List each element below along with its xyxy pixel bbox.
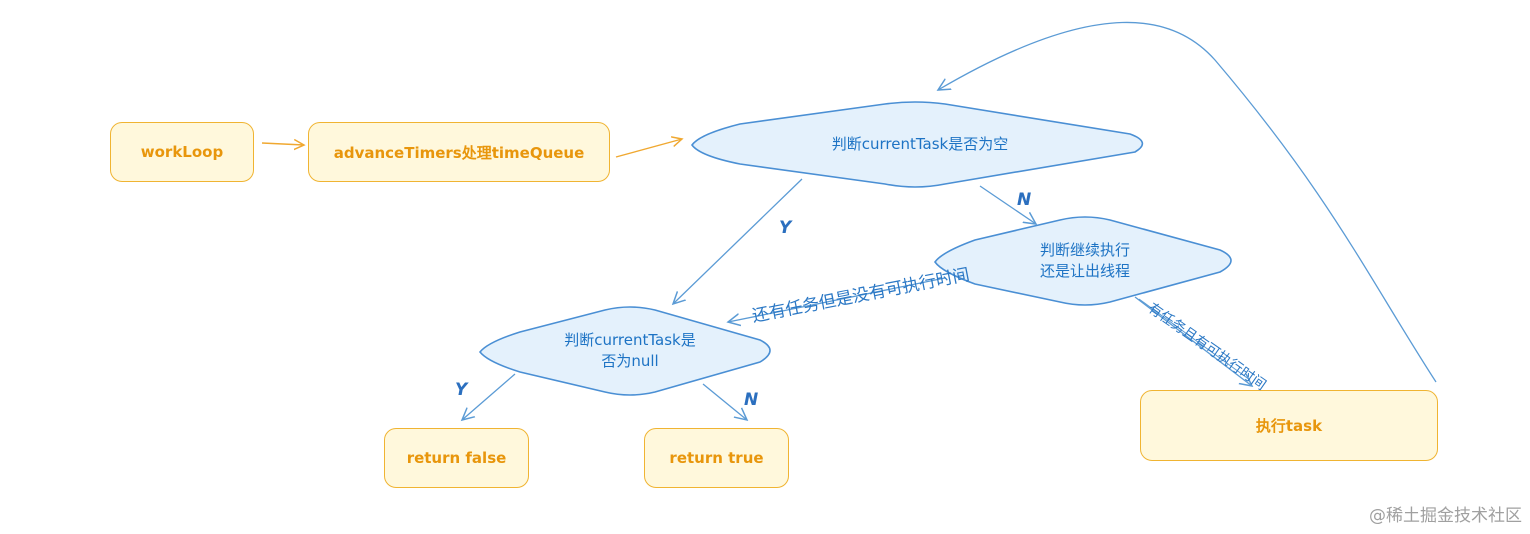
diamond-current-task-null-label: 判断currentTask是 否为null [564, 331, 696, 370]
diamond-continue-or-yield [934, 216, 1232, 306]
edge-no-time [728, 277, 946, 322]
edge-empty-yes-label: Y [779, 218, 792, 238]
edge-null-no-label: N [744, 390, 759, 410]
edge-empty-yes [673, 178, 803, 304]
node-execute-task-label: 执行task [1255, 417, 1323, 435]
edge-null-yes [462, 373, 516, 420]
diamond-current-task-null [478, 306, 771, 396]
node-return-true-label: return true [669, 449, 764, 467]
watermark: @稀土掘金技术社区 [1369, 506, 1522, 526]
node-workloop: workLoop [110, 122, 254, 182]
node-workloop-label: workLoop [140, 143, 224, 161]
edge-null-yes-label: Y [455, 380, 468, 400]
edge-loop-back [938, 21, 1437, 383]
edge-has-time-shadow [1138, 298, 1251, 381]
node-execute-task: 执行task [1140, 390, 1438, 461]
edge-empty-no-label: N [1017, 190, 1032, 210]
node-return-false: return false [384, 428, 529, 488]
node-advance-timers-label: advanceTimers处理timeQueue [333, 143, 585, 162]
node-return-true: return true [644, 428, 789, 488]
edge-has-time [1134, 296, 1252, 386]
diamond-current-task-empty [691, 101, 1144, 188]
edge-workloop-to-advance [261, 143, 304, 145]
diamond-continue-or-yield-label: 判断继续执行 还是让出线程 [1039, 241, 1130, 280]
edge-null-no [702, 383, 747, 420]
node-advance-timers: advanceTimers处理timeQueue [308, 122, 610, 182]
diamond-current-task-empty-label: 判断currentTask是否为空 [831, 134, 1009, 153]
edge-empty-no [979, 185, 1036, 224]
edge-advance-to-check-empty [615, 139, 682, 158]
node-return-false-label: return false [406, 449, 507, 467]
